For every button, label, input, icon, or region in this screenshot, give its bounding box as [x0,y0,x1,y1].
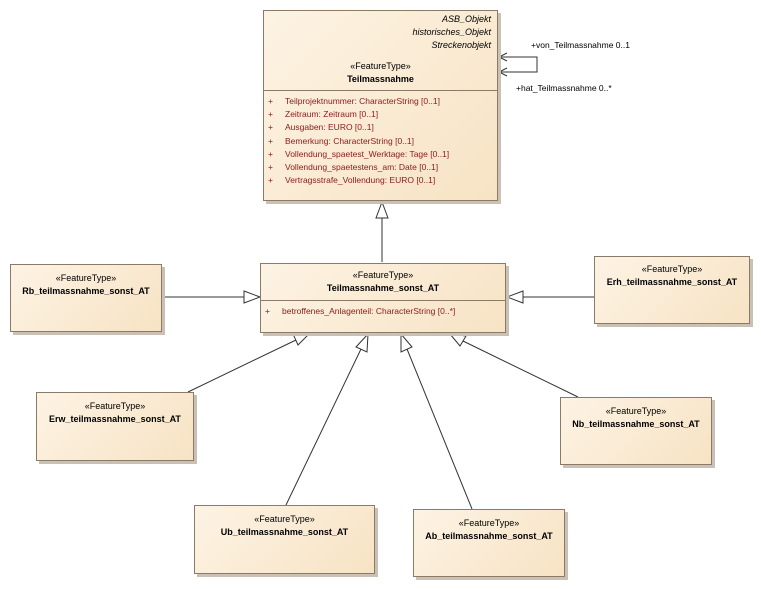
visibility-marker: + [265,306,270,316]
attribute-row[interactable]: + Vertragsstrafe_Vollendung: EURO [0..1] [268,174,493,187]
attribute-row[interactable]: + Teilprojektnummer: CharacterString [0..… [268,95,493,108]
class-name: Erw_teilmassnahme_sonst_AT [49,414,181,424]
visibility-marker: + [268,122,273,133]
generalization-ab[interactable] [406,348,473,510]
assoc-label-von: +von_Teilmassnahme 0..1 [531,40,630,50]
attribute-text: Vertragsstrafe_Vollendung: EURO [0..1] [285,175,436,186]
class-name: Teilmassnahme_sonst_AT [326,283,440,293]
attribute-row[interactable]: + Vollendung_spaetest_Werktage: Tage [0..… [268,148,493,161]
generalization-arrowhead [375,200,389,219]
generalization-arrowhead [243,290,262,304]
visibility-marker: + [268,135,273,146]
attribute-row[interactable]: + Ausgaben: EURO [0..1] [268,121,493,134]
tagged-values: ASB_Objekt historisches_Objekt Streckeno… [412,13,491,52]
self-association-arrow-1 [497,52,508,62]
tag-historisches-objekt: historisches_Objekt [412,27,491,37]
class-ab-teilmassnahme-sonst-at[interactable]: «FeatureType» Ab_teilmassnahme_sonst_AT [413,509,565,577]
class-rb-teilmassnahme-sonst-at[interactable]: «FeatureType» Rb_teilmassnahme_sonst_AT [10,264,162,332]
attribute-text: Vollendung_spaetestens_am: Date [0..1] [285,162,439,173]
class-nb-teilmassnahme-sonst-at[interactable]: «FeatureType» Nb_teilmassnahme_sonst_AT [560,397,712,465]
class-name: Nb_teilmassnahme_sonst_AT [572,419,700,429]
visibility-marker: + [268,96,273,106]
class-name: Teilmassnahme [347,74,414,84]
attribute-row[interactable]: + Zeitraum: Zeitraum [0..1] [268,108,493,121]
class-teilmassnahme[interactable]: ASB_Objekt historisches_Objekt Streckeno… [263,10,498,201]
compartment-divider [264,90,497,91]
class-name: Ub_teilmassnahme_sonst_AT [220,527,349,537]
self-association-line[interactable] [499,56,538,73]
stereotype: «FeatureType» [641,264,703,274]
attribute-text: Teilprojektnummer: CharacterString [0..1… [285,96,440,106]
class-erh-teilmassnahme-sonst-at[interactable]: «FeatureType» Erh_teilmassnahme_sonst_AT [594,256,750,324]
visibility-marker: + [268,148,273,159]
stereotype: «FeatureType» [84,401,146,411]
visibility-marker: + [268,109,273,120]
attribute-list: + betroffenes_Anlagenteil: CharacterStrin… [265,305,501,318]
attribute-text: betroffenes_Anlagenteil: CharacterString… [282,306,456,316]
assoc-label-hat: +hat_Teilmassnahme 0..* [516,83,612,93]
attribute-text: Ausgaben: EURO [0..1] [285,122,374,133]
stereotype: «FeatureType» [352,270,414,280]
visibility-marker: + [268,175,273,186]
attribute-row[interactable]: + Vollendung_spaetestens_am: Date [0..1] [268,161,493,174]
generalization-ub[interactable] [285,348,362,506]
tag-streckenobjekt: Streckenobjekt [431,40,491,50]
generalization-nb[interactable] [462,340,579,398]
class-name: Ab_teilmassnahme_sonst_AT [425,531,553,541]
compartment-divider [261,300,505,301]
generalization-erw[interactable] [187,339,297,393]
attribute-text: Zeitraum: Zeitraum [0..1] [285,109,379,120]
generalization-arrowhead [355,332,369,353]
class-erw-teilmassnahme-sonst-at[interactable]: «FeatureType» Erw_teilmassnahme_sonst_AT [36,392,194,461]
self-association-arrow-2 [497,67,508,77]
attribute-list: + Teilprojektnummer: CharacterString [0..… [268,95,493,187]
generalization-arrowhead [292,332,312,346]
visibility-marker: + [268,162,273,173]
class-teilmassnahme-sonst-at[interactable]: «FeatureType» Teilmassnahme_sonst_AT + be… [260,263,506,333]
generalization-arrowhead [505,290,524,304]
class-ub-teilmassnahme-sonst-at[interactable]: «FeatureType» Ub_teilmassnahme_sonst_AT [194,505,375,574]
generalization-arrowhead [400,332,413,353]
stereotype: «FeatureType» [605,406,667,416]
class-name: Rb_teilmassnahme_sonst_AT [22,286,150,296]
stereotype: «FeatureType» [350,61,411,71]
tag-asb-objekt: ASB_Objekt [441,14,491,24]
generalization-arrowhead [448,333,467,347]
class-name: Erh_teilmassnahme_sonst_AT [606,277,738,287]
attribute-text: Vollendung_spaetest_Werktage: Tage [0..1… [285,148,450,159]
stereotype: «FeatureType» [55,273,117,283]
stereotype: «FeatureType» [254,514,315,524]
stereotype: «FeatureType» [458,518,520,528]
attribute-text: Bemerkung: CharacterString [0..1] [285,135,414,146]
attribute-row[interactable]: + Bemerkung: CharacterString [0..1] [268,135,493,148]
attribute-row[interactable]: + betroffenes_Anlagenteil: CharacterStrin… [265,305,501,318]
